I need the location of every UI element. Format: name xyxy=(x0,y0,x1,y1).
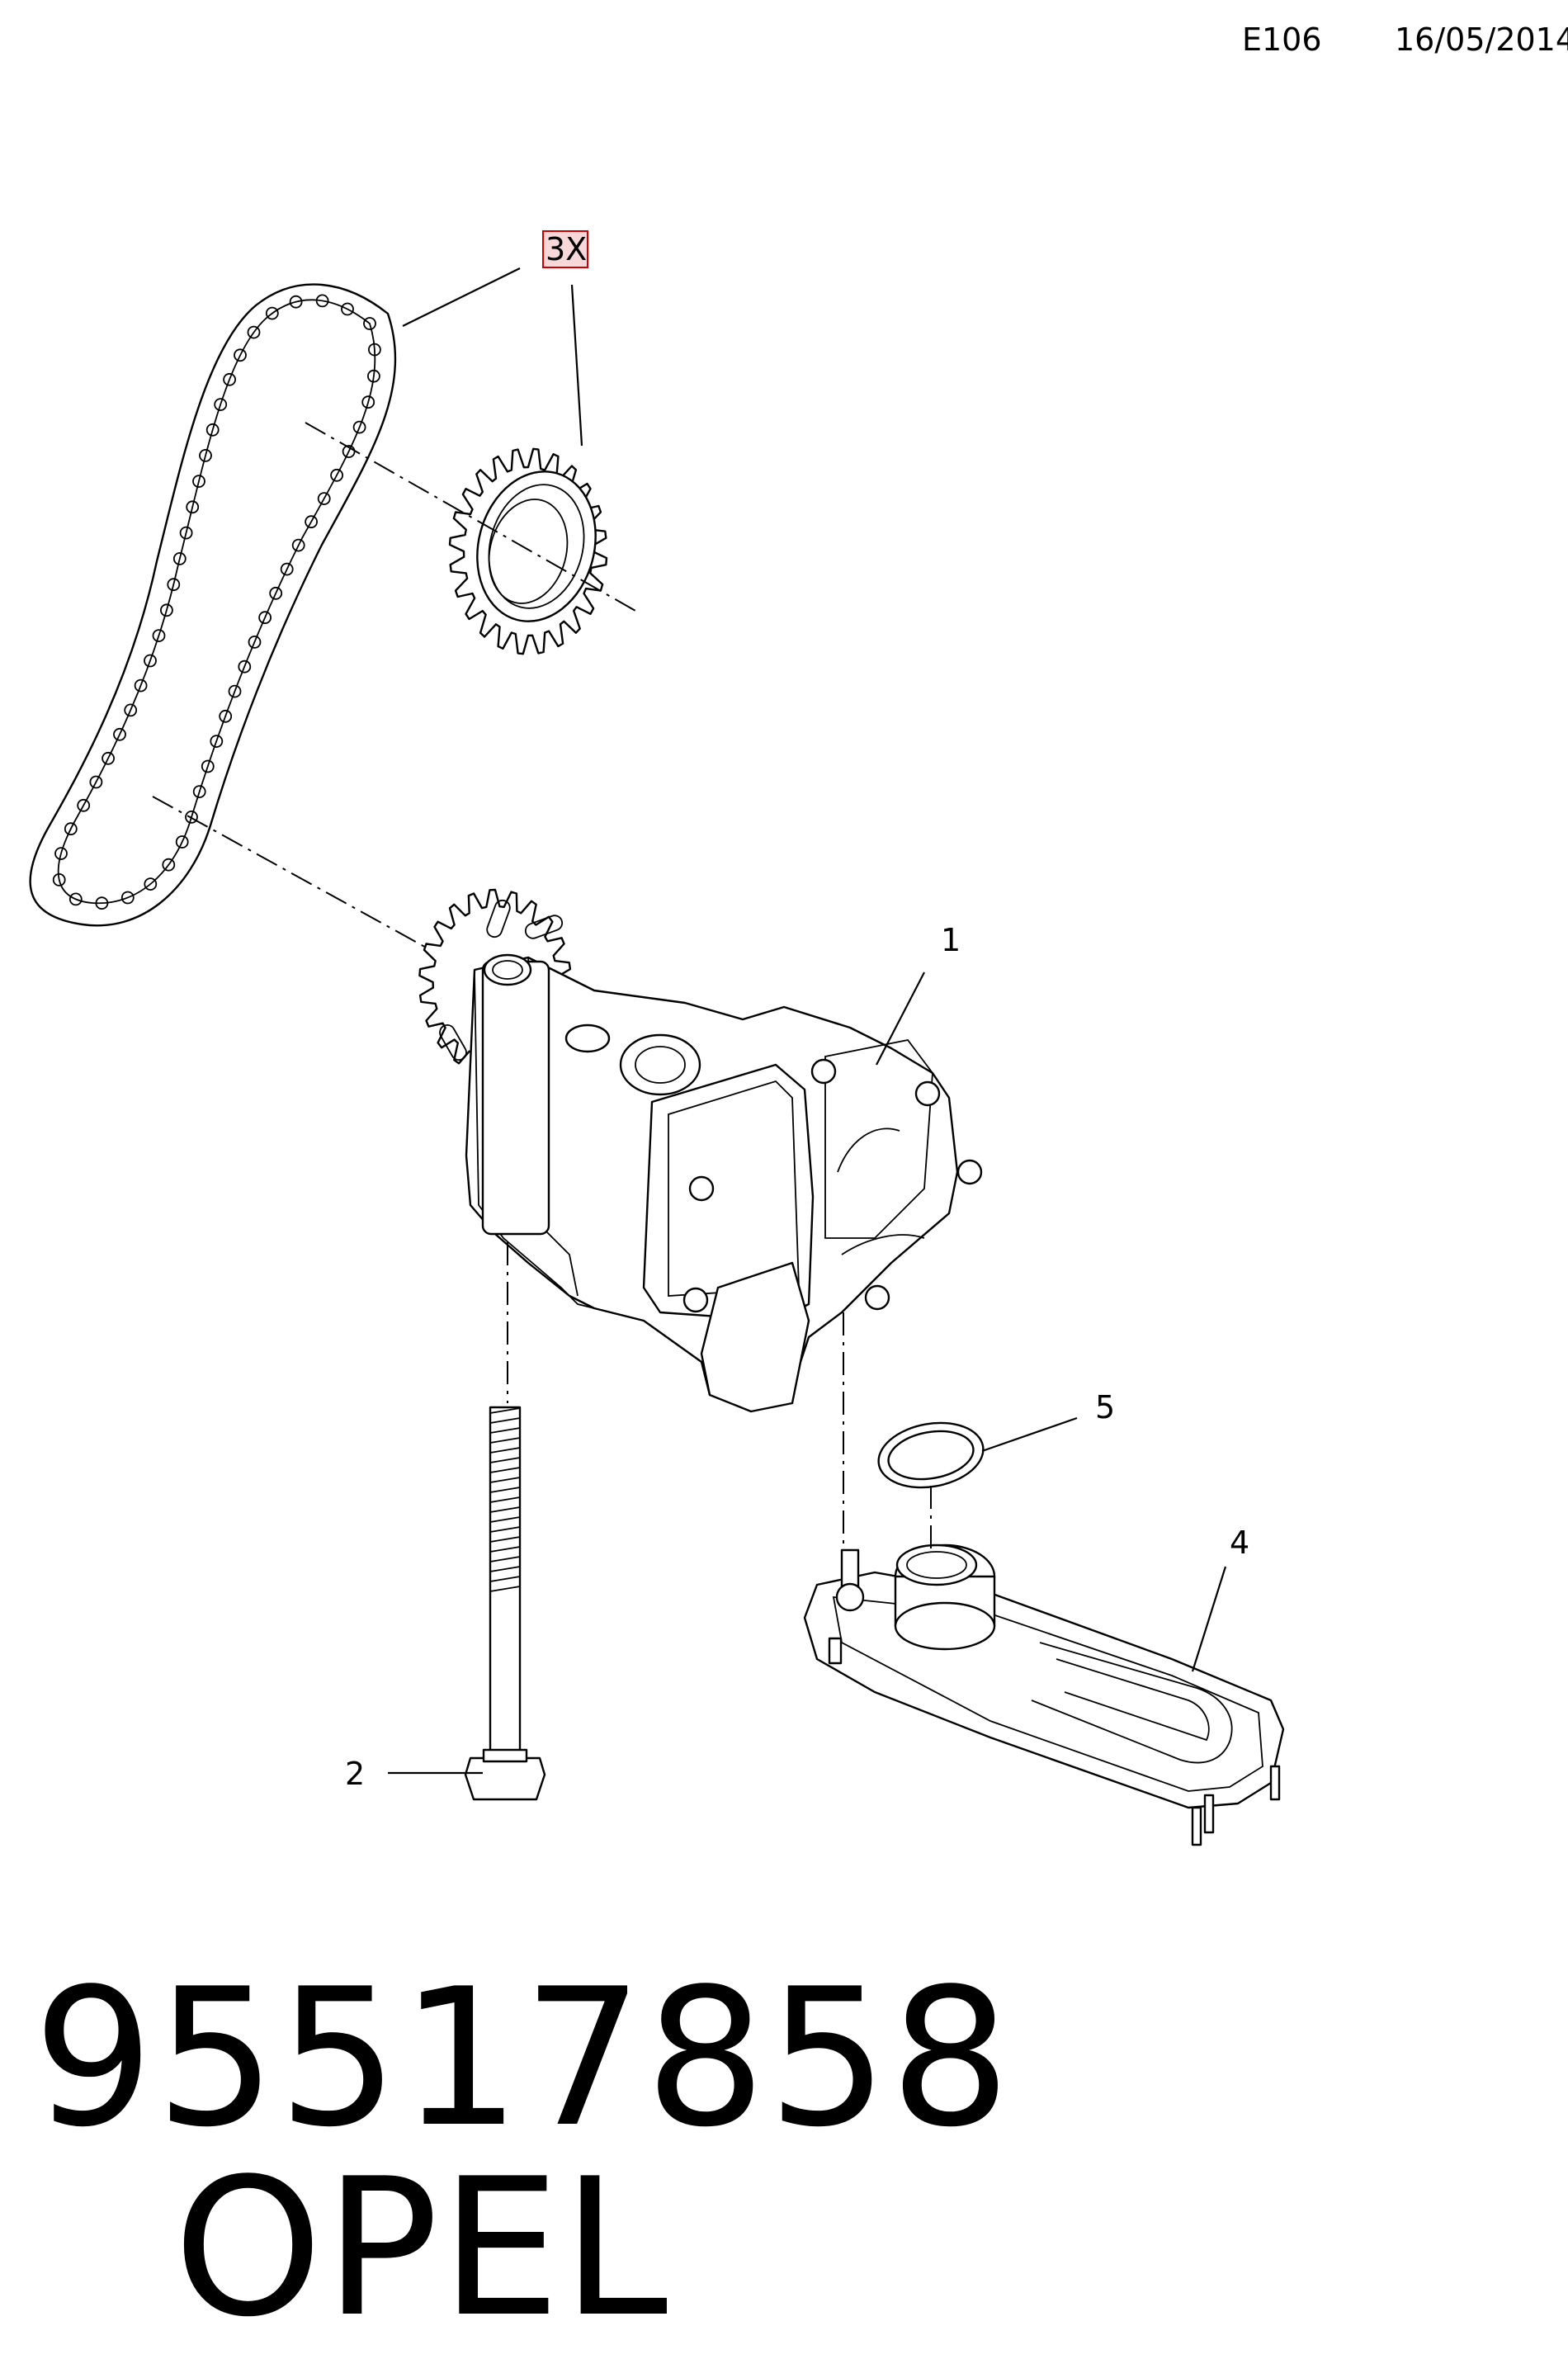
chain-link xyxy=(77,798,91,812)
chain-link xyxy=(134,678,148,693)
chain-link xyxy=(238,659,252,674)
chain-link xyxy=(269,586,283,600)
chain-link xyxy=(291,538,305,552)
chain-link xyxy=(247,325,261,339)
qty-badge-frame xyxy=(542,230,588,268)
chain-link xyxy=(361,395,375,409)
chain-link xyxy=(352,420,366,434)
bolt-thread xyxy=(489,1566,521,1572)
chain-link xyxy=(341,302,354,316)
part-number: 95517858 xyxy=(33,1949,1013,2169)
bolt-thread xyxy=(489,1437,521,1444)
bolt-thread xyxy=(489,1506,521,1513)
chain-link xyxy=(68,892,83,906)
chain-link xyxy=(210,735,224,748)
bolt-thread xyxy=(489,1516,521,1523)
chain-link xyxy=(124,703,138,717)
oil-pickup-strainer xyxy=(803,1544,1285,1846)
diagram-date: 16/05/2014 xyxy=(1395,21,1568,58)
chain-link xyxy=(192,475,205,488)
chain-links xyxy=(52,294,381,910)
chain-link xyxy=(144,654,157,668)
chain-link xyxy=(185,811,198,824)
alignment-centerlines xyxy=(152,422,932,1552)
chain-link xyxy=(258,611,272,625)
callout-4: 4 xyxy=(1230,1525,1249,1561)
chain-link xyxy=(205,423,220,437)
bolt-thread xyxy=(489,1496,521,1503)
callout-2: 2 xyxy=(345,1756,365,1792)
chain-link xyxy=(330,468,344,482)
bolt-thread xyxy=(489,1586,521,1592)
chain-link xyxy=(201,759,215,773)
o-ring-seal xyxy=(877,1421,985,1489)
leader-lines xyxy=(388,267,1227,1775)
bolt-thread xyxy=(489,1487,521,1493)
oil-pump xyxy=(465,953,983,1413)
bolt-thread xyxy=(489,1427,521,1434)
chain-link xyxy=(89,775,103,789)
bolt-thread xyxy=(489,1576,521,1582)
chain-link xyxy=(248,636,262,649)
bolt-thread xyxy=(489,1556,521,1562)
chain-link xyxy=(223,372,237,386)
chain-link xyxy=(363,317,376,330)
bolt-thread xyxy=(489,1546,521,1553)
callout-1: 1 xyxy=(941,922,961,958)
bolt-thread xyxy=(489,1457,521,1463)
chain-link xyxy=(179,526,193,540)
chain-link xyxy=(228,684,242,698)
chain-link xyxy=(144,877,158,891)
bolt-thread xyxy=(489,1477,521,1483)
chain-link xyxy=(317,492,331,505)
chain-link xyxy=(234,348,247,362)
callout-5: 5 xyxy=(1095,1389,1115,1425)
chain-link xyxy=(305,515,319,529)
diagram-code: E106 xyxy=(1242,21,1322,58)
chain-link xyxy=(366,369,380,383)
chain-link xyxy=(280,562,294,576)
chain-link xyxy=(289,295,303,309)
chain-link xyxy=(199,449,212,462)
qty-badge-label: 3X xyxy=(545,231,587,267)
chain-link xyxy=(214,398,228,412)
exploded-parts-diagram: 3X 1 2 4 5 xyxy=(29,230,1285,1846)
chain-link xyxy=(64,822,78,836)
chain-link xyxy=(113,727,126,741)
chain-link xyxy=(367,343,381,357)
chain-link xyxy=(172,552,187,565)
qty-badge: 3X xyxy=(542,230,588,268)
bolt-thread xyxy=(489,1536,521,1543)
chain-link xyxy=(315,294,329,308)
bolt-thread xyxy=(489,1467,521,1473)
chain-link xyxy=(54,847,68,860)
chain-link xyxy=(152,629,166,642)
brand-name: OPEL xyxy=(173,2139,670,2359)
bolt-thread xyxy=(489,1407,521,1414)
footer-caption: 95517858OPEL xyxy=(33,1964,1568,2344)
bolt-thread xyxy=(489,1447,521,1454)
chain-link xyxy=(219,709,233,723)
chain-link xyxy=(159,603,173,617)
chain-link xyxy=(162,858,176,872)
chain-link xyxy=(265,306,279,320)
timing-chain xyxy=(29,283,397,927)
chain-link xyxy=(167,578,181,592)
bolt xyxy=(464,1406,546,1801)
chain-link xyxy=(102,751,116,765)
bolt-thread xyxy=(489,1526,521,1533)
chain-link xyxy=(175,835,189,849)
chain-link xyxy=(52,873,66,886)
chain-link xyxy=(95,896,109,910)
upper-sprocket xyxy=(448,447,608,655)
chain-link xyxy=(120,891,135,905)
bolt-thread xyxy=(489,1417,521,1424)
bolt-threads xyxy=(489,1407,521,1592)
chain-link xyxy=(192,785,206,798)
chain-link xyxy=(186,500,200,514)
